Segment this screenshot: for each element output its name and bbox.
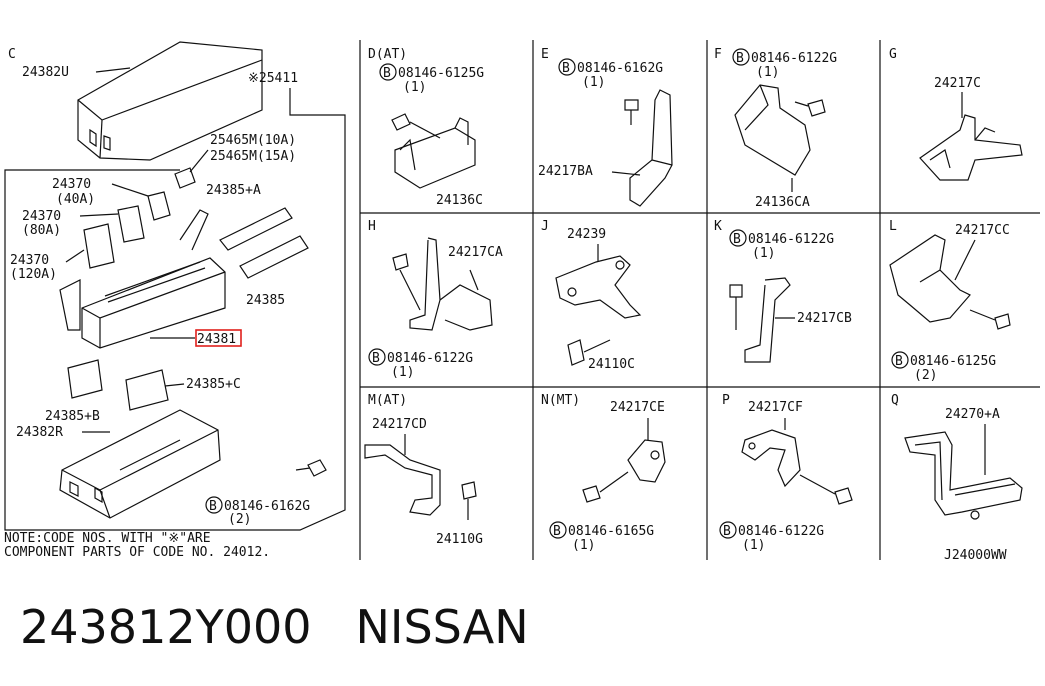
cell-g-section: G (889, 47, 897, 62)
cell-n-section: N(MT) (541, 393, 580, 408)
main-panel: C 24382U ※25411 25465M(10A) 25465M(15A) … (4, 41, 346, 560)
label-cover-a: 24385+A (206, 183, 261, 198)
cell-m-section: M(AT) (368, 393, 407, 408)
cell-p-part: 24217CF (748, 400, 803, 415)
label-cover-c: 24385+C (186, 377, 241, 392)
label-cover-b: 24385+B (45, 409, 100, 424)
cell-e: E B 08146-6162G (1) 24217BA (538, 47, 673, 207)
label-cover-top: 24382U (22, 65, 69, 80)
cell-j-part: 24239 (567, 227, 606, 242)
cell-h-section: H (368, 219, 376, 234)
cell-p-bolt-symbol: B (723, 524, 731, 539)
cell-d-qty: (1) (403, 80, 426, 95)
cell-e-bolt-symbol: B (562, 61, 570, 76)
cell-f-part: 24136CA (755, 195, 810, 210)
cell-m-part2: 24110G (436, 532, 483, 547)
label-fuse-120a-code: 24370 (10, 253, 49, 268)
label-lower-cover: 24382R (16, 425, 63, 440)
cell-h-part: 24217CA (448, 245, 503, 260)
cell-p-bolt: 08146-6122G (738, 524, 824, 539)
label-assembly: ※25411 (248, 71, 298, 86)
cell-n-bolt-symbol: B (553, 524, 561, 539)
cell-j-section: J (541, 219, 549, 234)
cell-k: K B 08146-6122G (1) 24217CB (714, 219, 852, 363)
cell-j-part2: 24110C (588, 357, 635, 372)
bolt-symbol-c-letter: B (209, 499, 217, 514)
cell-d-bolt-symbol: B (383, 66, 391, 81)
cell-f-qty: (1) (756, 65, 779, 80)
footer-part-number: 243812Y000 (20, 600, 312, 654)
label-fuse-40a-rating: (40A) (56, 192, 95, 207)
cell-e-section: E (541, 47, 549, 62)
fuse-block-drawing (59, 209, 226, 349)
cell-m: M(AT) 24217CD 24110G (364, 393, 483, 547)
label-fuse-15a: 25465M(15A) (210, 149, 296, 164)
cell-h-bolt-symbol: B (372, 351, 380, 366)
cell-p-qty: (1) (742, 538, 765, 553)
cell-p-section: P (722, 393, 730, 408)
cell-f-section: F (714, 47, 722, 62)
cell-l-section: L (889, 219, 897, 234)
cell-g: G 24217C (889, 47, 1023, 181)
cell-l-bolt: 08146-6125G (910, 354, 996, 369)
highlight-box (195, 329, 242, 347)
cell-d-section: D(AT) (368, 47, 407, 62)
cell-k-bolt: 08146-6122G (748, 232, 834, 247)
cell-m-part: 24217CD (372, 417, 427, 432)
cell-l-qty: (2) (914, 368, 937, 383)
cell-e-bolt: 08146-6162G (577, 61, 663, 76)
cell-k-part: 24217CB (797, 311, 852, 326)
footer: 243812Y000 NISSAN (20, 600, 529, 654)
cell-p: P 24217CF B 08146-6122G (1) (719, 393, 853, 553)
cell-d-bolt: 08146-6125G (398, 66, 484, 81)
cell-k-qty: (1) (752, 246, 775, 261)
label-bolt-part: 08146-6162G (224, 499, 310, 514)
small-fuse-drawing (174, 167, 196, 189)
label-cover: 24385 (246, 293, 285, 308)
cell-n-qty: (1) (572, 538, 595, 553)
cell-d: D(AT) B 08146-6125G (1) 24136C (368, 47, 484, 208)
cell-n-bolt: 08146-6165G (568, 524, 654, 539)
cell-d-part: 24136C (436, 193, 483, 208)
lower-cover-drawing (59, 409, 221, 519)
bolt-symbol-c (205, 496, 223, 514)
cell-l-part: 24217CC (955, 223, 1010, 238)
cell-g-part: 24217C (934, 76, 981, 91)
cell-k-section: K (714, 219, 722, 234)
label-fuse-10a: 25465M(10A) (210, 133, 296, 148)
cell-j: J 24239 24110C (541, 219, 642, 372)
label-fuse-80a-rating: (80A) (22, 223, 61, 238)
cell-n: N(MT) 24217CE B 08146-6165G (1) (541, 393, 666, 553)
label-block: 24381 (197, 332, 236, 347)
cell-f-bolt-symbol: B (736, 51, 744, 66)
cell-l: L 24217CC B 08146-6125G (2) (889, 219, 1011, 383)
cell-q-section: Q (891, 393, 899, 408)
cell-h-qty: (1) (391, 365, 414, 380)
note-line-1: NOTE:CODE NOS. WITH "※"ARE (4, 531, 211, 546)
cell-e-qty: (1) (582, 75, 605, 90)
label-fuse-40a-code: 24370 (52, 177, 91, 192)
cell-n-part: 24217CE (610, 400, 665, 415)
cell-l-bolt-symbol: B (895, 354, 903, 369)
cell-q: Q 24270+A J24000WW (891, 393, 1023, 563)
footer-brand: NISSAN (355, 600, 529, 654)
cell-k-bolt-symbol: B (733, 232, 741, 247)
cell-f: F B 08146-6122G (1) 24136CA (714, 47, 837, 210)
cell-q-ref: J24000WW (944, 548, 1007, 563)
top-cover-drawing (77, 41, 263, 161)
label-fuse-120a-rating: (120A) (10, 267, 57, 282)
label-fuse-80a-code: 24370 (22, 209, 61, 224)
cell-f-bolt: 08146-6122G (751, 51, 837, 66)
grid-lines (359, 40, 1040, 560)
section-label-c: C (8, 47, 16, 62)
cell-e-part: 24217BA (538, 164, 593, 179)
note-line-2: COMPONENT PARTS OF CODE NO. 24012. (4, 545, 270, 560)
cell-h: H 24217CA B 08146-6122G (1) (368, 219, 503, 380)
label-bolt-qty: (2) (228, 512, 251, 527)
cell-h-bolt: 08146-6122G (387, 351, 473, 366)
cell-q-part: 24270+A (945, 407, 1000, 422)
